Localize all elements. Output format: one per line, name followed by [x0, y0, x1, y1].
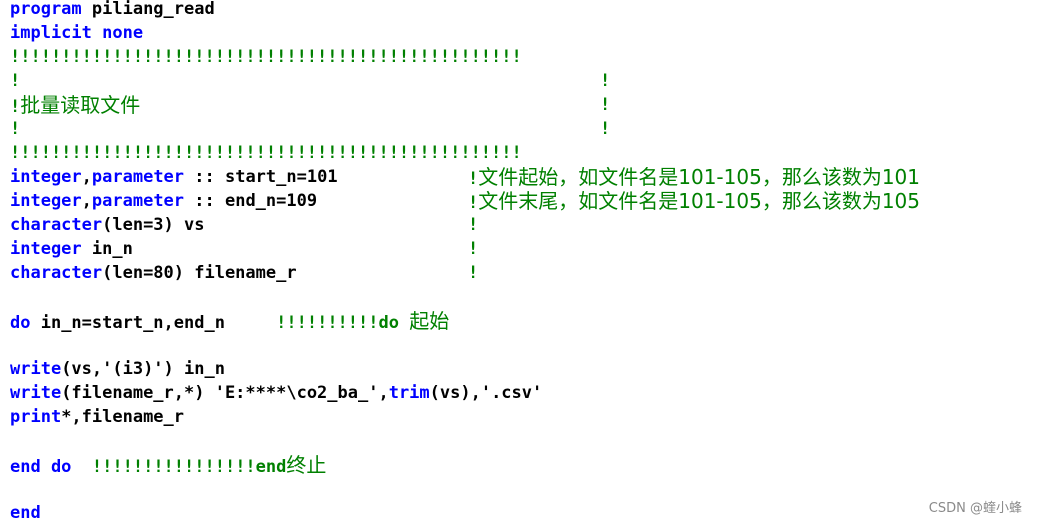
comment-bang: !: [600, 71, 611, 91]
comment-bang: !: [10, 119, 21, 139]
code-text: (len=80) filename_r: [102, 263, 297, 283]
keyword: parameter: [91, 167, 185, 187]
comment-text: 终止: [286, 453, 327, 477]
code-line-22: end: [10, 501, 1010, 525]
keyword: integer: [10, 167, 82, 187]
comment-keyword: do: [378, 313, 410, 333]
keyword: parameter: [91, 191, 185, 211]
keyword: integer: [10, 191, 82, 211]
comment-box-title-line: !批量读取文件!: [10, 93, 1010, 117]
keyword: trim: [388, 383, 430, 403]
inline-comment: !: [468, 261, 478, 285]
comment-bang: !: [600, 119, 611, 139]
code-text: :: end_n=109: [184, 191, 318, 211]
code-line-1: program piliang_read: [10, 0, 1010, 21]
code-line-20: end do !!!!!!!!!!!!!!!!end终止: [10, 453, 1010, 477]
keyword: write: [10, 383, 62, 403]
comment-text: 文件末尾，如文件名是101-105，那么该数为105: [478, 189, 920, 213]
code-line-16: write(vs,'(i3)') in_n: [10, 357, 1010, 381]
code-text: *,filename_r: [61, 407, 185, 427]
comment-bang: !: [600, 95, 611, 115]
keyword: end do: [10, 457, 72, 477]
comment-text: 起始: [409, 309, 450, 333]
code-text: :: start_n=101: [184, 167, 338, 187]
code-text: ,: [81, 191, 92, 211]
comment-text: 文件起始，如文件名是101-105，那么该数为101: [478, 165, 920, 189]
code-text: (vs),'.csv': [429, 383, 543, 403]
code-text: (filename_r,*) 'E:****\co2_ba_',: [61, 383, 389, 403]
comment-bangs: !!!!!!!!!!!!!!!!!!!!!!!!!!!!!!!!!!!!!!!!…: [10, 47, 522, 67]
code-line-10: character(len=3) vs!: [10, 213, 1010, 237]
keyword: character: [10, 215, 103, 235]
code-line-14: do in_n=start_n,end_n !!!!!!!!!!do 起始: [10, 309, 1010, 333]
inline-comment: !: [468, 237, 478, 261]
comment-bangs: !!!!!!!!!!!!!!!!: [91, 457, 256, 477]
keyword: integer: [10, 239, 82, 259]
keyword: print: [10, 407, 62, 427]
watermark: CSDN @蝰小蜂: [928, 501, 1022, 516]
comment-keyword: end: [255, 457, 287, 477]
blank-line: [10, 477, 1010, 501]
comment-bang: !: [468, 193, 479, 213]
comment-header-text: 批量读取文件: [20, 93, 141, 117]
code-line-18: print*,filename_r: [10, 405, 1010, 429]
comment-bang: !: [468, 215, 479, 235]
comment-bang: !: [10, 97, 21, 117]
comment-bangs: !!!!!!!!!!: [276, 313, 379, 333]
inline-comment: !: [468, 213, 478, 237]
code-text: in_n=start_n,end_n: [30, 313, 225, 333]
code-line-2: implicit none: [10, 21, 1010, 45]
keyword: character: [10, 263, 103, 283]
comment-border-top: !!!!!!!!!!!!!!!!!!!!!!!!!!!!!!!!!!!!!!!!…: [10, 45, 1010, 69]
keyword: write: [10, 359, 62, 379]
code-spacing: [225, 313, 276, 333]
blank-line: [10, 285, 1010, 309]
code-line-12: character(len=80) filename_r!: [10, 261, 1010, 285]
code-line-8: integer,parameter :: start_n=101!文件起始，如文…: [10, 165, 1010, 189]
keyword: program: [10, 0, 82, 19]
keyword: implicit none: [10, 23, 144, 43]
comment-bang: !: [468, 239, 479, 259]
comment-bang: !: [10, 71, 21, 91]
code-text: (len=3) vs: [102, 215, 205, 235]
inline-comment: !文件起始，如文件名是101-105，那么该数为101: [468, 165, 920, 191]
blank-line: [10, 429, 1010, 453]
keyword: do: [10, 313, 31, 333]
blank-line: [10, 333, 1010, 357]
code-text: ,: [81, 167, 92, 187]
comment-border-bottom: !!!!!!!!!!!!!!!!!!!!!!!!!!!!!!!!!!!!!!!!…: [10, 141, 1010, 165]
code-text: piliang_read: [81, 0, 215, 19]
comment-bang: !: [468, 263, 479, 283]
code-text: in_n: [81, 239, 133, 259]
code-text: (vs,'(i3)') in_n: [61, 359, 225, 379]
inline-comment: !文件末尾，如文件名是101-105，那么该数为105: [468, 189, 920, 215]
code-spacing: [71, 457, 91, 477]
code-line-11: integer in_n!: [10, 237, 1010, 261]
comment-box-line: !!: [10, 117, 1010, 141]
keyword: end: [10, 503, 41, 523]
code-line-17: write(filename_r,*) 'E:****\co2_ba_',tri…: [10, 381, 1010, 405]
code-line-9: integer,parameter :: end_n=109!文件末尾，如文件名…: [10, 189, 1010, 213]
comment-bangs: !!!!!!!!!!!!!!!!!!!!!!!!!!!!!!!!!!!!!!!!…: [10, 143, 522, 163]
comment-box-line: !!: [10, 69, 1010, 93]
comment-bang: !: [468, 169, 479, 189]
code-editor[interactable]: program piliang_read implicit none !!!!!…: [10, 0, 1010, 525]
